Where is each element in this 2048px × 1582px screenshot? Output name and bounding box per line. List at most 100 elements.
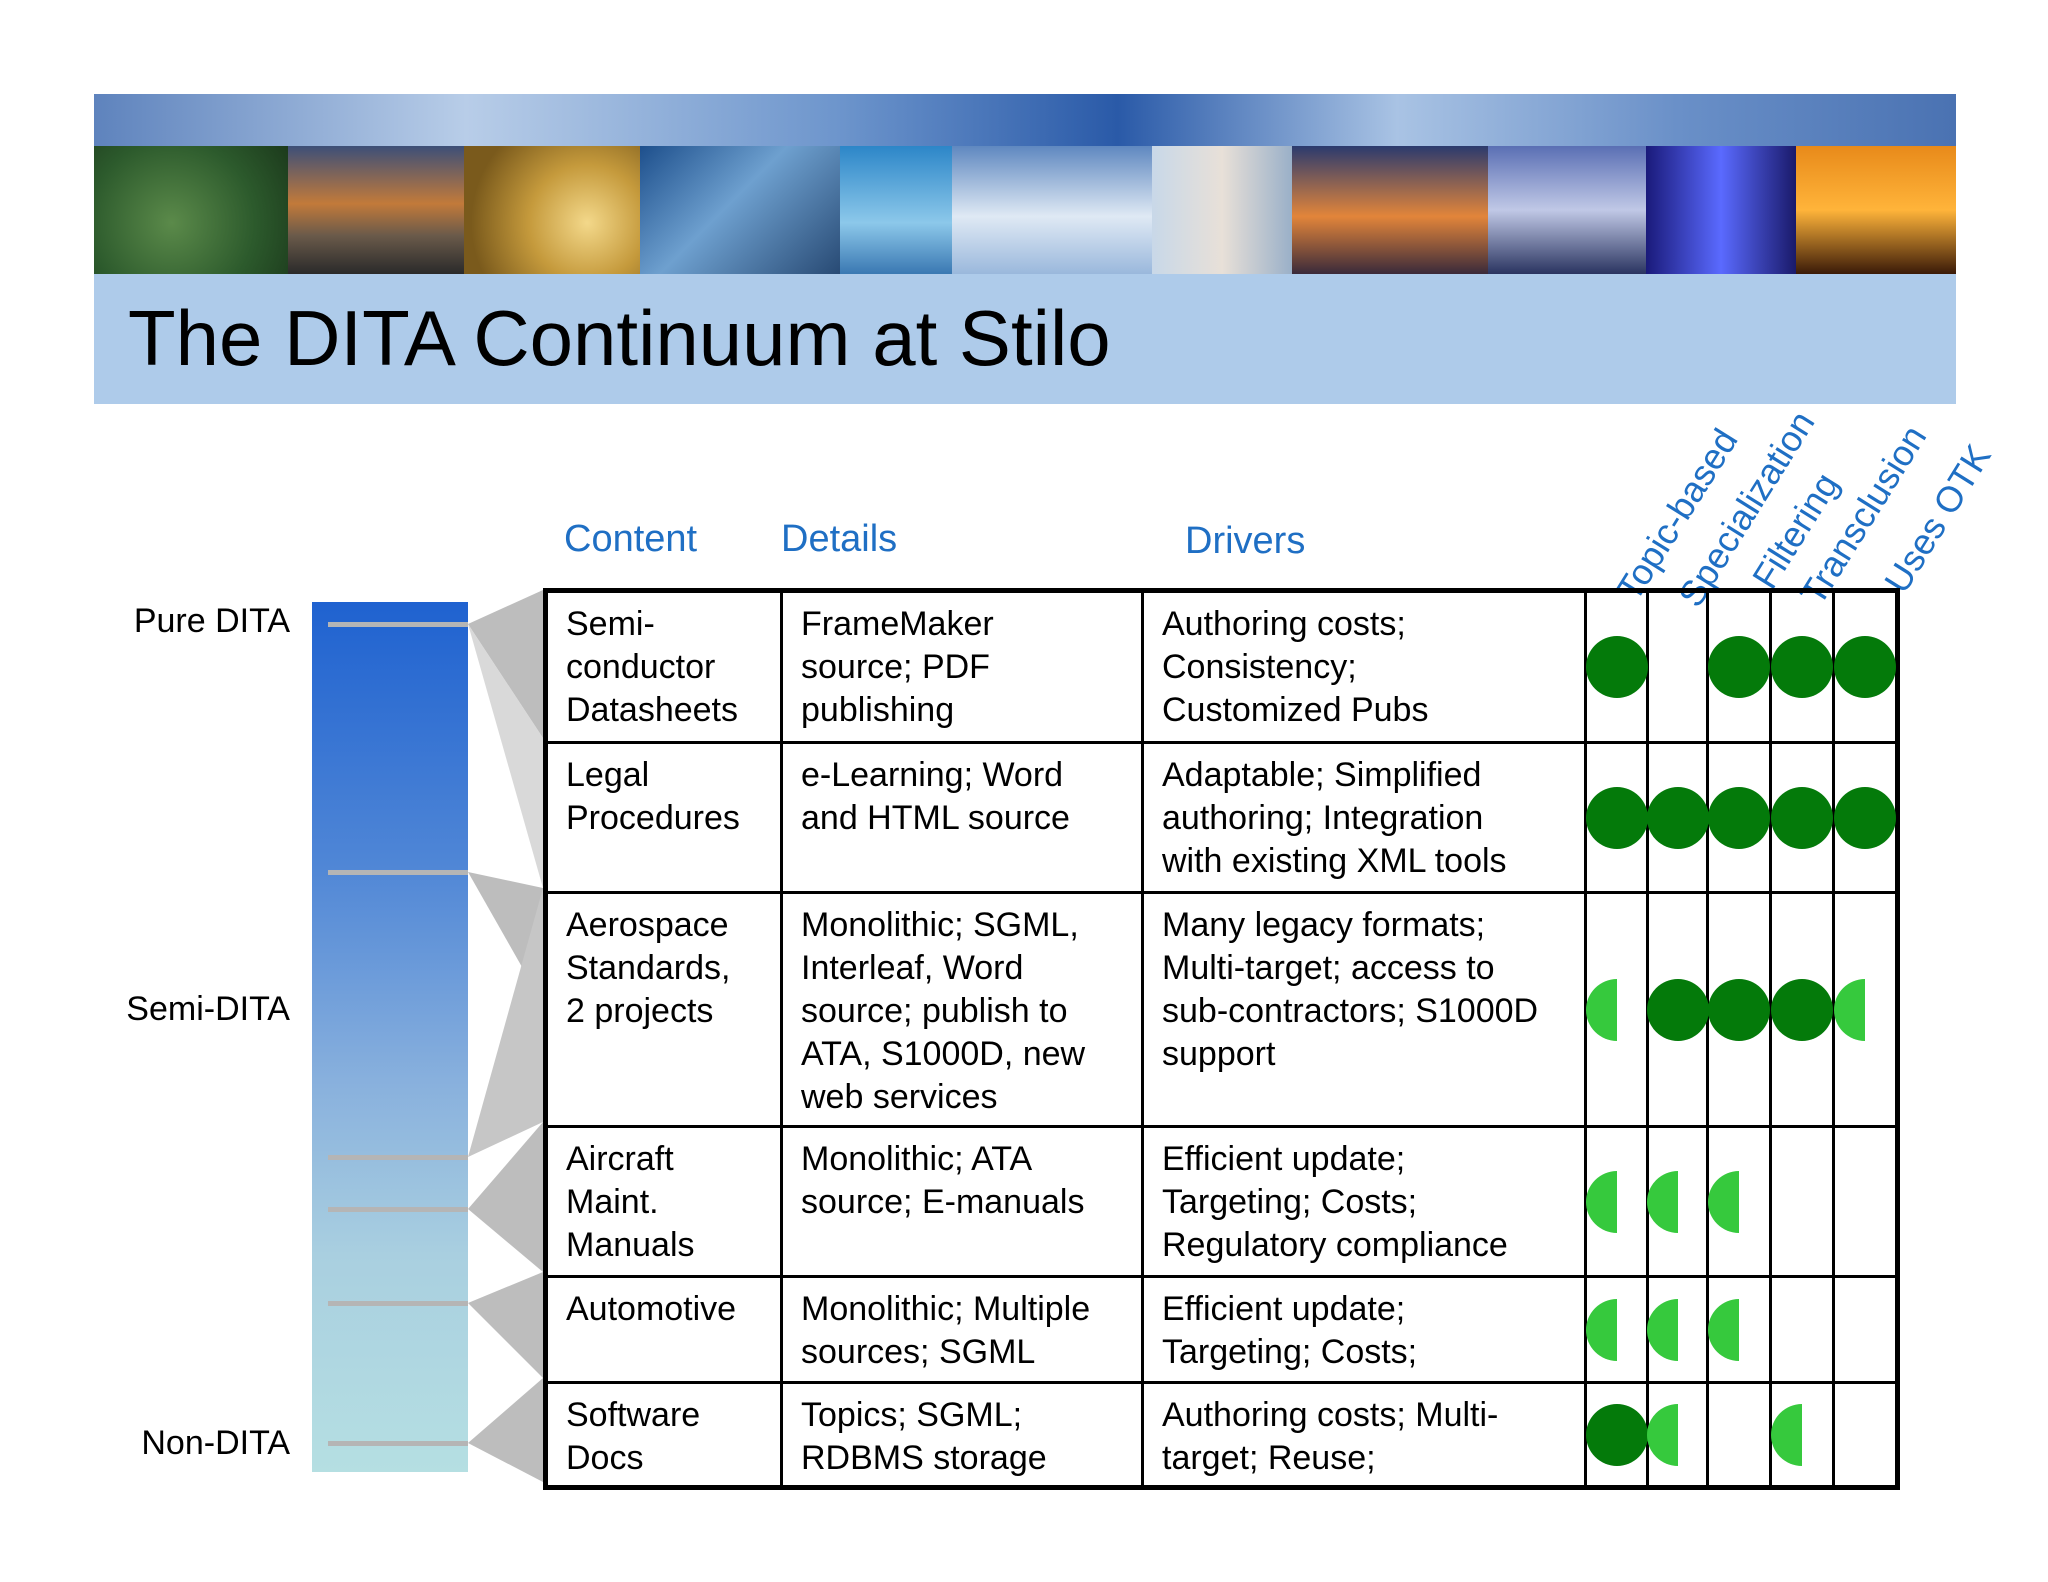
drivers-line: Authoring costs; Multi- (1162, 1396, 1499, 1434)
cell-feature-filtering (1706, 1381, 1772, 1489)
full-support-dot-icon (1771, 636, 1833, 698)
banner-photo-cargo-plane (288, 146, 464, 274)
cell-feature-transclusion (1769, 1381, 1835, 1489)
details-line: and HTML source (801, 799, 1070, 837)
banner-photo-fighter-jets (1292, 146, 1488, 274)
connector-row-6 (468, 1378, 543, 1482)
details-line: Topics; SGML; (801, 1396, 1023, 1434)
scale-tick (328, 1301, 468, 1306)
cell-feature-filtering (1706, 589, 1772, 744)
cell-feature-filtering (1706, 741, 1772, 894)
header-drivers: Drivers (1185, 520, 1306, 562)
banner-photo-airliner (952, 146, 1152, 274)
content-line: conductor (566, 648, 716, 686)
banner-sky-strip (94, 94, 1956, 146)
content-line: Aerospace (566, 906, 729, 944)
drivers-line: Authoring costs; (1162, 605, 1406, 643)
details-line: source; publish to (801, 992, 1068, 1030)
drivers-line: Targeting; Costs; (1162, 1183, 1418, 1221)
drivers-line: Customized Pubs (1162, 691, 1429, 729)
cell-feature-filtering (1706, 1125, 1772, 1278)
cell-feature-topic-based (1584, 741, 1649, 894)
scale-tick (328, 1155, 468, 1160)
details-line: FrameMaker (801, 605, 994, 643)
connector-row-5 (468, 1272, 543, 1378)
details-line: source; E-manuals (801, 1183, 1085, 1221)
banner-photo-helicopter (840, 146, 952, 274)
cell-feature-transclusion (1769, 891, 1835, 1128)
partial-support-dot-icon (1646, 1403, 1678, 1466)
details-line: Monolithic; Multiple (801, 1290, 1091, 1328)
cell-drivers: Authoring costs;Consistency;Customized P… (1141, 589, 1587, 744)
cell-feature-uses-otk (1832, 1275, 1899, 1384)
cell-details: Topics; SGML;RDBMS storage (780, 1381, 1144, 1489)
cell-drivers: Many legacy formats;Multi-target; access… (1141, 891, 1587, 1128)
partial-support-dot-icon (1585, 1298, 1617, 1361)
partial-support-dot-icon (1708, 1170, 1739, 1233)
full-support-dot-icon (1646, 786, 1709, 849)
scale-label-non-dita: Non-DITA (141, 1424, 290, 1462)
full-support-dot-icon (1585, 786, 1648, 849)
connector-row-2 (468, 624, 543, 888)
cell-drivers: Authoring costs; Multi-target; Reuse; (1141, 1381, 1587, 1489)
partial-support-dot-icon (1708, 1298, 1739, 1361)
cell-drivers: Efficient update;Targeting; Costs;Regula… (1141, 1125, 1587, 1278)
cell-feature-uses-otk (1832, 891, 1899, 1128)
connector-row-1 (468, 590, 543, 738)
cell-feature-specialization (1646, 589, 1709, 744)
full-support-dot-icon (1646, 978, 1709, 1041)
scale-tick (328, 1441, 468, 1446)
drivers-line: Adaptable; Simplified (1162, 756, 1482, 794)
drivers-line: sub-contractors; S1000D (1162, 992, 1539, 1030)
details-line: publishing (801, 691, 955, 729)
content-line: Software (566, 1396, 701, 1434)
full-support-dot-icon (1834, 786, 1896, 849)
banner-photo-server-rack (1646, 146, 1796, 274)
cell-feature-uses-otk (1832, 589, 1899, 744)
details-line: ATA, S1000D, new (801, 1035, 1086, 1073)
title-bar (94, 274, 1956, 404)
page-title: The DITA Continuum at Stilo (128, 294, 1111, 382)
photo-banner (94, 94, 1956, 274)
cell-content: Automotive (544, 1275, 783, 1384)
cell-feature-uses-otk (1832, 741, 1899, 894)
content-line: Maint. (566, 1183, 659, 1221)
banner-photo-satellite-dish (1488, 146, 1646, 274)
details-line: source; PDF (801, 648, 990, 686)
full-support-dot-icon (1708, 978, 1770, 1041)
full-support-dot-icon (1708, 636, 1770, 698)
drivers-line: Targeting; Costs; (1162, 1333, 1418, 1371)
scale-tick (328, 1207, 468, 1212)
cell-feature-topic-based (1584, 891, 1649, 1128)
partial-support-dot-icon (1585, 978, 1617, 1041)
full-support-dot-icon (1585, 1403, 1648, 1466)
continuum-gradient-bar (312, 602, 468, 1472)
banner-photo-circuit-board (94, 146, 288, 274)
content-line: Standards, (566, 949, 731, 987)
drivers-line: target; Reuse; (1162, 1439, 1376, 1477)
content-line: Procedures (566, 799, 740, 837)
details-line: Monolithic; SGML, (801, 906, 1079, 944)
cell-feature-transclusion (1769, 1125, 1835, 1278)
cell-details: FrameMaker source; PDF publishing (780, 589, 1144, 744)
content-line: Manuals (566, 1226, 695, 1264)
full-support-dot-icon (1771, 978, 1833, 1041)
details-line: Monolithic; ATA (801, 1140, 1033, 1178)
cell-feature-topic-based (1584, 1381, 1649, 1489)
cell-feature-topic-based (1584, 1125, 1649, 1278)
drivers-line: Regulatory compliance (1162, 1226, 1508, 1264)
cell-feature-transclusion (1769, 589, 1835, 744)
cell-feature-specialization (1646, 891, 1709, 1128)
cell-feature-specialization (1646, 1125, 1709, 1278)
content-line: Legal (566, 756, 650, 794)
partial-support-dot-icon (1834, 978, 1865, 1041)
